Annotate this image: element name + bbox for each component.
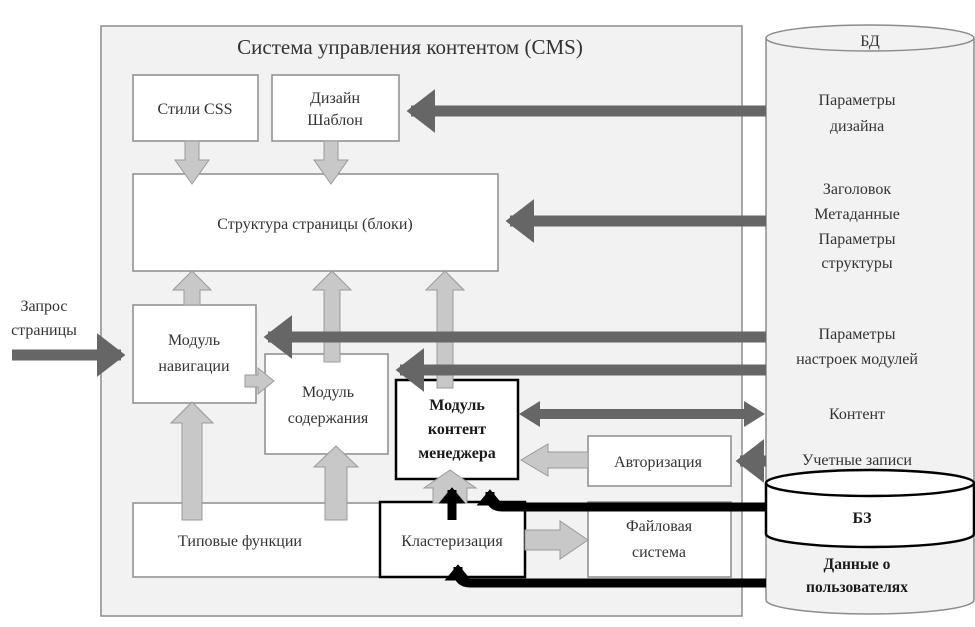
db-module-settings-1: Параметры [819,326,896,343]
db-flow-arrows [12,89,766,483]
db-content: Контент [829,406,885,423]
database-cylinder [765,24,975,615]
arrow-content-to-structure [311,270,353,363]
authorization-label: Авторизация [614,454,703,471]
navigation-module-box [132,304,257,404]
db-structure-params-3: Параметры [819,231,896,248]
arrow-clustering-to-filesystem [524,520,589,560]
arrow-kb-to-manager [476,489,766,512]
arrow-css-to-structure [174,140,210,185]
knowledge-base-cylinder [764,468,975,549]
kb-sublabel-2: пользователях [806,579,908,596]
file-system-label-2: система [632,544,686,561]
content-module-label-1: Модуль [302,384,354,401]
db-accounts: Учетные записи [802,452,912,469]
clustering-label: Кластеризация [401,533,503,550]
cms-title: Система управления контентом (CMS) [237,35,583,59]
page-structure-label: Структура страницы (блоки) [217,216,412,233]
nav-module-label-2: навигации [158,358,230,375]
design-label-2: Шаблон [307,112,363,129]
db-label: БД [860,33,880,50]
content-manager-module-box [394,378,520,481]
design-template-box [271,74,400,142]
kb-sublabel-1: Данные о [824,556,891,573]
kb-flow-arrows [438,487,766,588]
arrow-auth-to-manager [520,443,589,477]
css-styles-label: Стили CSS [157,101,232,118]
design-label-1: Дизайн [310,90,360,107]
db-module-settings-2: настроек модулей [796,351,918,368]
page-request-label-1: Запрос [21,298,68,315]
db-structure-params-4: структуры [821,255,892,272]
manager-module-label-3: менеджера [418,445,496,462]
arrow-functions-to-content [312,445,360,521]
page-structure-box [132,173,499,272]
css-styles-box [132,74,259,142]
typical-functions-label: Типовые функции [178,533,302,550]
file-system-box [587,501,732,578]
db-structure-params-1: Заголовок [823,181,892,198]
arrow-design-to-structure [313,140,349,185]
db-design-params-1: Параметры [819,92,896,109]
nav-module-label-1: Модуль [168,332,220,349]
arrow-functions-to-nav [169,401,215,521]
internal-flow-arrows [169,140,589,560]
arrow-kb-to-clustering [444,564,766,588]
manager-module-label-2: контент [428,421,486,438]
arrow-nav-to-structure [171,270,213,306]
content-module-box [264,353,389,455]
arrow-content-bidirectional [519,401,765,427]
typical-functions-box [132,502,400,578]
db-structure-params-2: Метаданные [814,206,900,223]
content-module-label-2: содержания [288,410,369,427]
db-design-params-2: дизайна [830,118,884,135]
kb-label: БЗ [852,510,872,527]
manager-module-label-1: Модуль [429,397,485,414]
file-system-label-1: Файловая [626,518,693,535]
arrow-nav-to-content [244,366,275,396]
page-request-label-2: страницы [11,322,77,339]
